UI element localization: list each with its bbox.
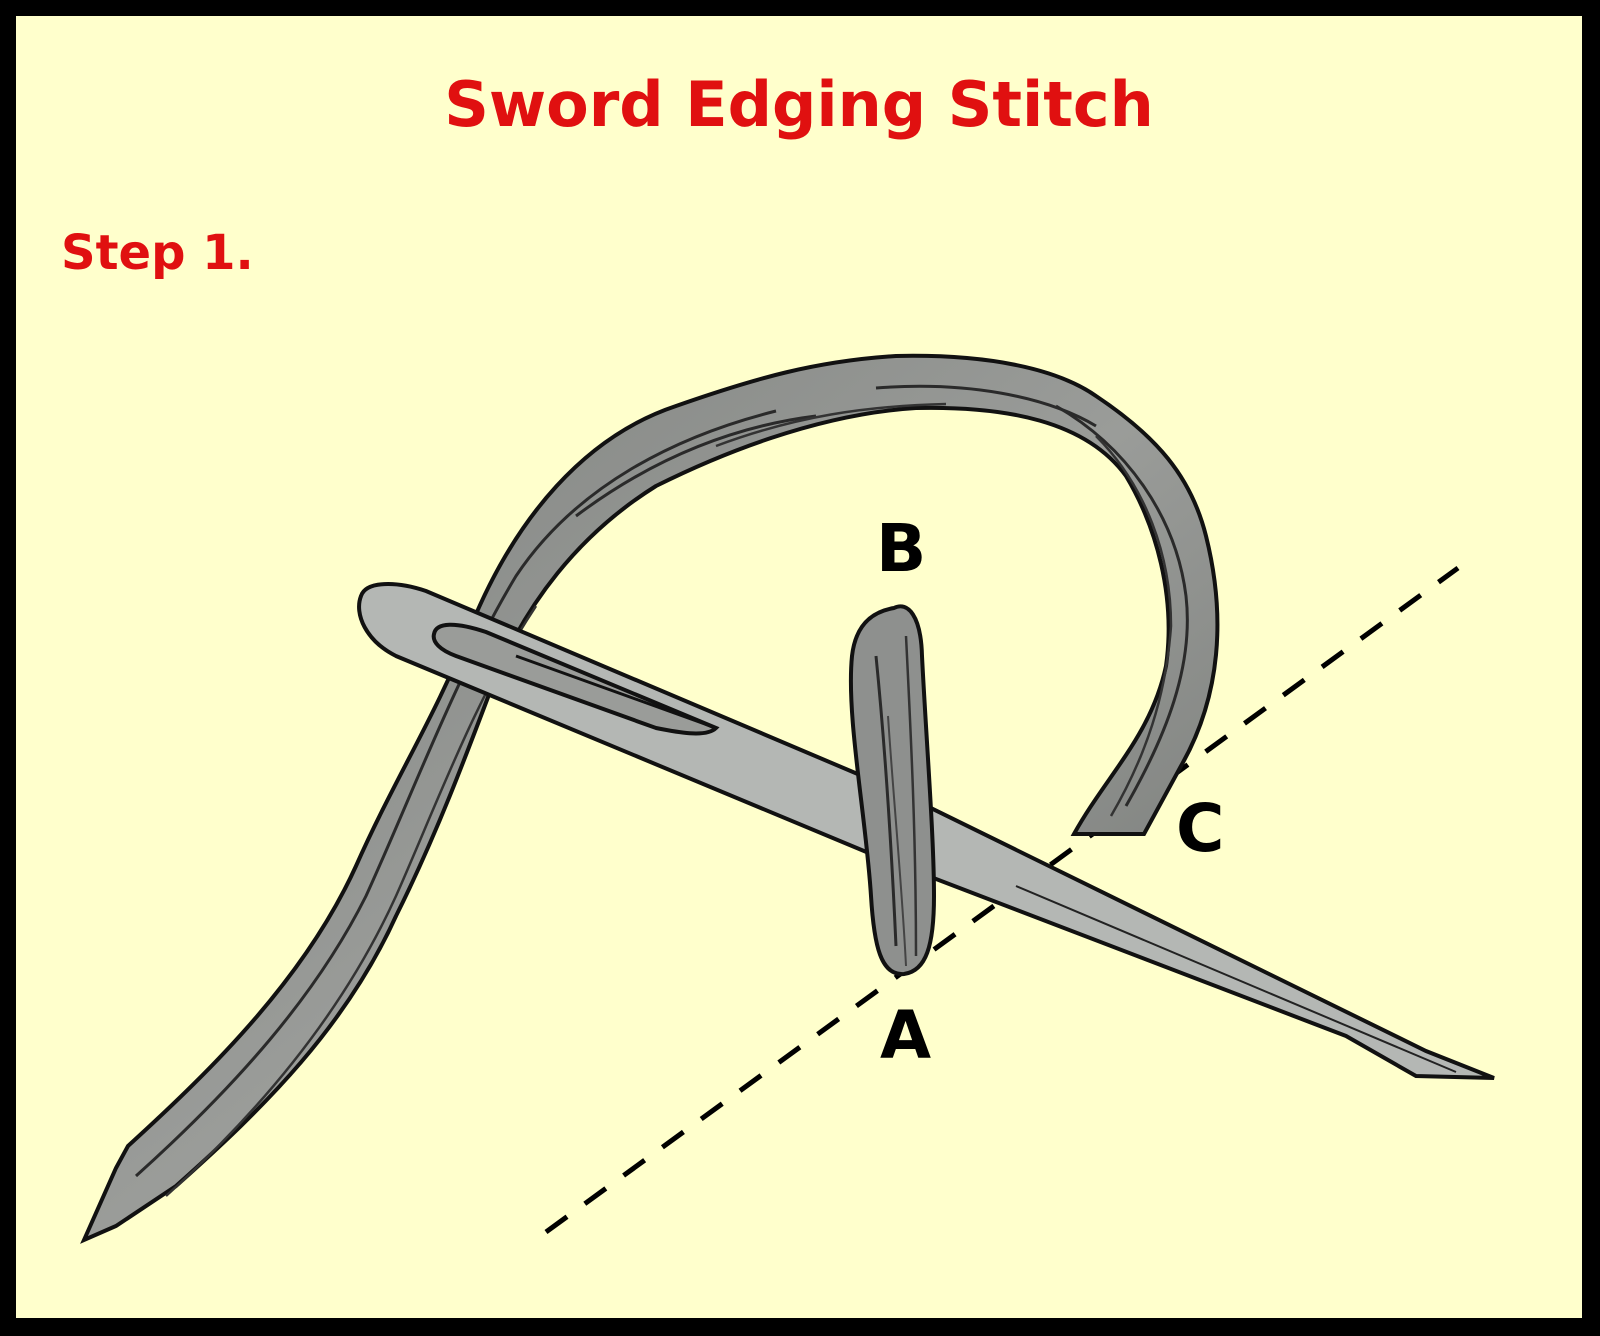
point-label-c: C (1176, 790, 1224, 867)
thread-icon (80, 353, 1220, 1244)
point-label-b: B (876, 510, 926, 587)
stitch-diagram: B A C (80, 353, 1495, 1244)
stitch-icon (848, 604, 937, 977)
step-label: Step 1. (61, 225, 254, 281)
diagram-title: Sword Edging Stitch (444, 68, 1154, 141)
illustration-panel: Sword Edging Stitch Step 1. (16, 16, 1582, 1318)
point-label-a: A (880, 997, 931, 1074)
